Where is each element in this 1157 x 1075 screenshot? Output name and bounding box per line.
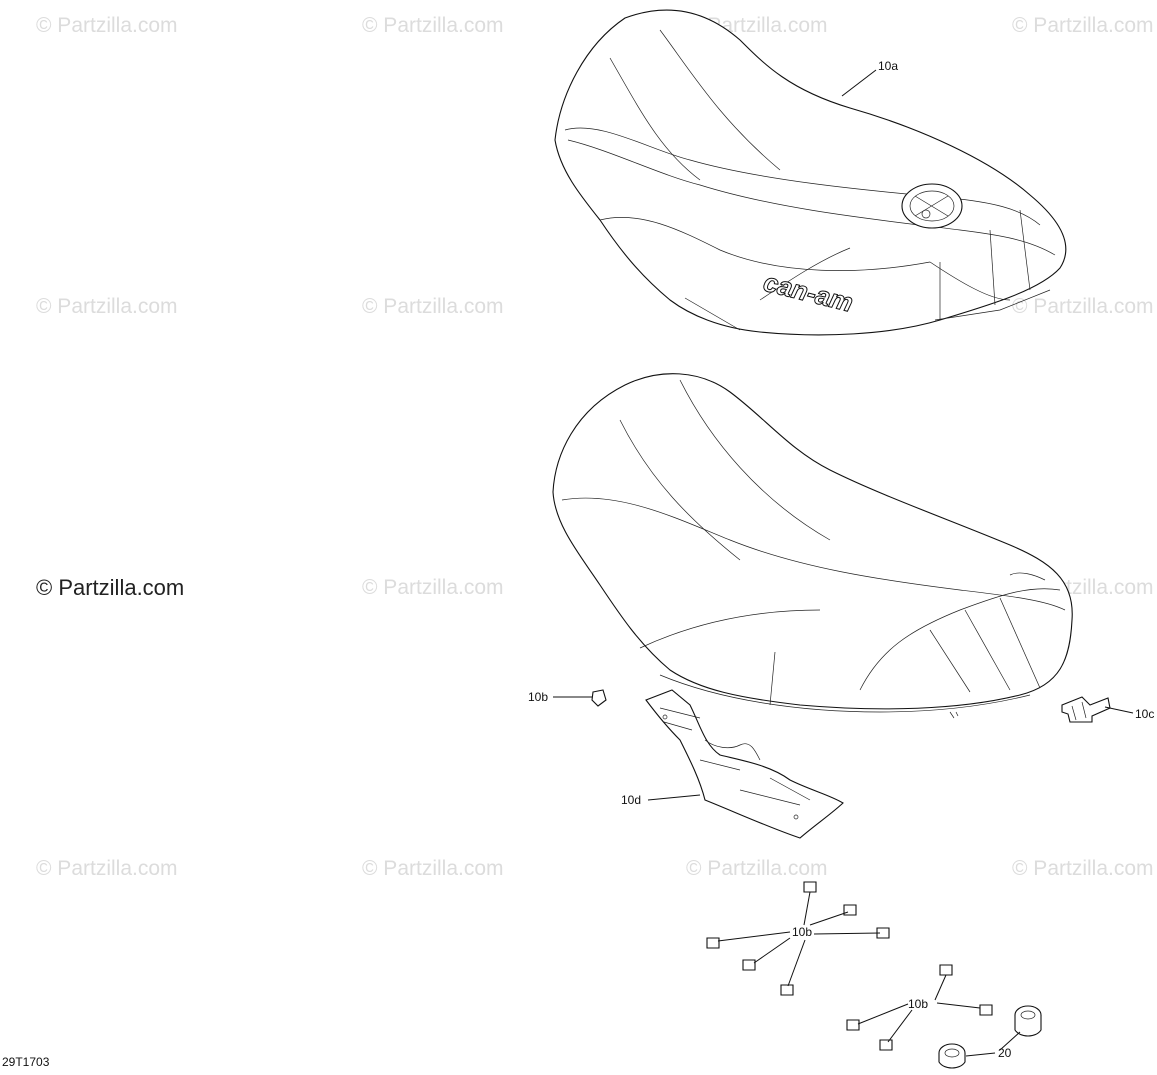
watermark: © Partzilla.com [362,295,504,318]
watermark: © Partzilla.com [1012,14,1154,37]
watermark-main: © Partzilla.com [36,575,184,600]
nut-20[interactable] [938,1005,1042,1069]
fastener-group-2[interactable] [846,964,993,1051]
watermark: © Partzilla.com [36,14,178,37]
figure-code: 29T1703 [2,1055,50,1069]
seat-cover-10a[interactable]: can-am [554,9,1067,336]
watermark: © Partzilla.com [1012,857,1154,880]
callout-10d: 10d [621,793,641,807]
fastener-10b[interactable] [591,689,607,707]
callout-labels: 10a 10b 10c 10d 10b 10b 20 29T1703 [2,59,1154,1069]
callout-10a: 10a [878,59,898,73]
callout-10b: 10b [908,997,928,1011]
latch-10c[interactable] [1061,696,1111,723]
watermark: © Partzilla.com [36,295,178,318]
leader-lines [553,69,1134,1057]
watermark: © Partzilla.com [362,576,504,599]
watermark: © Partzilla.com [686,857,828,880]
callout-10c: 10c [1135,707,1154,721]
fastener-group-1[interactable] [706,881,890,996]
watermark: © Partzilla.com [362,14,504,37]
watermark: © Partzilla.com [36,857,178,880]
seat-base[interactable] [552,373,1073,719]
callout-20: 20 [998,1046,1012,1060]
callout-10b: 10b [528,690,548,704]
trim-panel-10d[interactable] [645,689,844,839]
watermark: © Partzilla.com [362,857,504,880]
callout-10b: 10b [792,925,812,939]
watermark: © Partzilla.com [1012,295,1154,318]
